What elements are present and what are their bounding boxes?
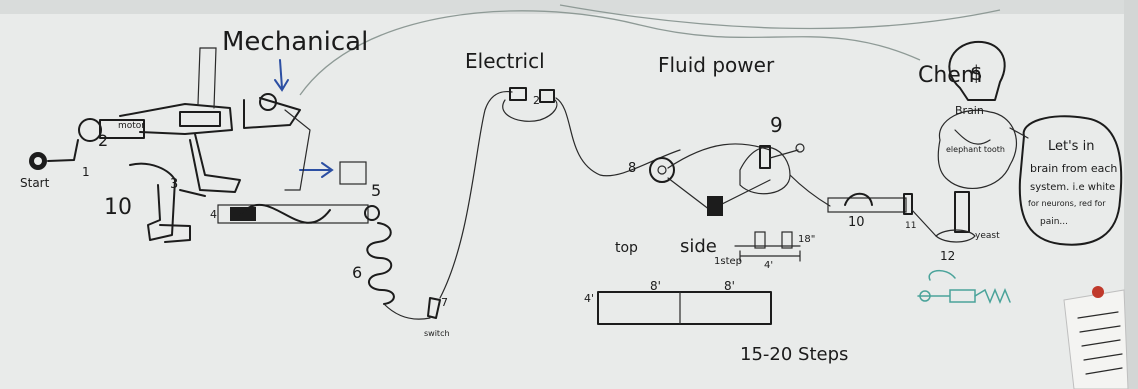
label-18in: 18" bbox=[798, 234, 815, 245]
label-4ft: 4' bbox=[764, 260, 773, 271]
label-steps-total: 15-20 Steps bbox=[740, 344, 848, 365]
heading-mechanical: Mechanical bbox=[222, 27, 368, 57]
label-step-10b: 10 bbox=[848, 215, 865, 230]
label-motor: motor bbox=[118, 121, 145, 131]
label-side: side bbox=[680, 236, 717, 257]
magnet-icon bbox=[1092, 286, 1104, 298]
label-step-2: 2 bbox=[98, 131, 108, 150]
label-step-6: 6 bbox=[352, 263, 362, 282]
label-1step: 1step bbox=[714, 256, 742, 267]
label-step-12: 12 bbox=[940, 249, 955, 263]
label-step-4: 4 bbox=[210, 208, 217, 221]
label-step-11: 11 bbox=[905, 221, 916, 231]
label-step-10: 10 bbox=[104, 195, 132, 220]
label-brain: Brain bbox=[955, 104, 984, 117]
label-step-5: 5 bbox=[371, 181, 381, 200]
label-step-9: 9 bbox=[770, 113, 783, 137]
label-start: Start bbox=[20, 176, 50, 190]
start-button-sketch bbox=[29, 152, 47, 170]
heading-electrical: Electricl bbox=[465, 49, 545, 73]
note-line-2: brain from each bbox=[1030, 162, 1117, 175]
label-yeast: yeast bbox=[975, 231, 1000, 241]
label-dollar: $ bbox=[970, 61, 983, 85]
heading-fluid-power: Fluid power bbox=[658, 53, 775, 77]
label-switch: switch bbox=[424, 329, 450, 338]
label-battery-2: 2 bbox=[533, 94, 540, 107]
note-line-1: Let's in bbox=[1048, 139, 1094, 154]
label-elephant-tooth: elephant tooth bbox=[946, 145, 1005, 154]
posted-paper bbox=[1064, 286, 1128, 389]
label-8ft-b: 8' bbox=[724, 279, 735, 293]
note-line-4: for neurons, red for bbox=[1028, 199, 1106, 208]
label-step-7: 7 bbox=[441, 296, 448, 309]
label-top: top bbox=[615, 240, 638, 256]
note-line-5: pain... bbox=[1040, 217, 1068, 227]
label-8ft-a: 8' bbox=[650, 279, 661, 293]
label-step-1: 1 bbox=[82, 165, 90, 179]
label-4ft-side: 4' bbox=[584, 292, 594, 305]
label-step-8: 8 bbox=[628, 161, 636, 176]
note-line-3: system. i.e white bbox=[1030, 182, 1115, 193]
